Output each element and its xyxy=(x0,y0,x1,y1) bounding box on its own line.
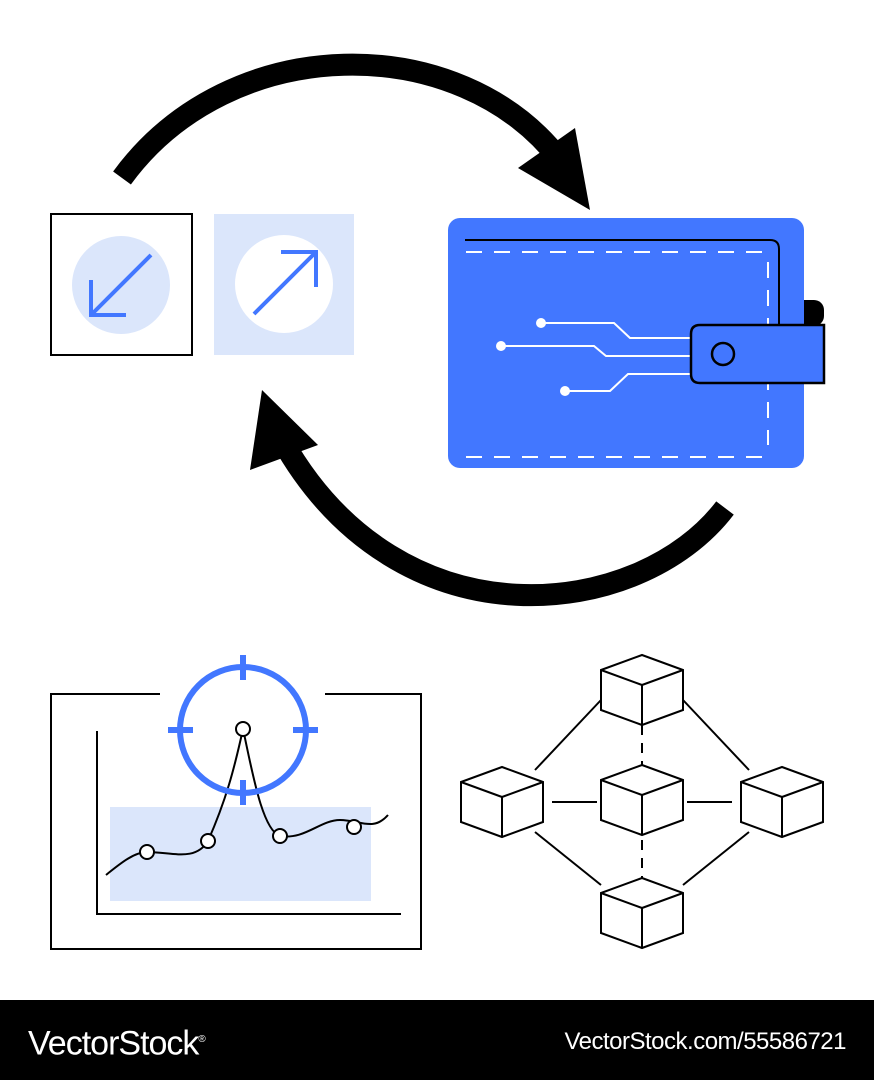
watermark-footer: VectorStock® VectorStock.com/55586721 xyxy=(0,1000,874,1080)
block-cube-bottom xyxy=(600,876,684,950)
market-chart-icon xyxy=(50,655,422,950)
blockchain-network-icon xyxy=(460,653,824,950)
registered-mark: ® xyxy=(198,1034,205,1045)
circuit-lines xyxy=(501,322,700,392)
block-cube-top xyxy=(600,653,684,727)
illustration xyxy=(50,53,826,950)
send-arrow-icon xyxy=(214,214,354,355)
receive-arrow-icon xyxy=(50,213,193,356)
digital-wallet-icon xyxy=(448,218,826,468)
brand-logo: VectorStock® xyxy=(28,1020,206,1063)
cycle-arrow-top-icon xyxy=(113,53,590,210)
block-cube-left xyxy=(460,765,544,839)
brand-name: VectorStock xyxy=(28,1024,199,1063)
block-cube-right xyxy=(740,765,824,839)
cycle-arrow-bottom-icon xyxy=(250,390,734,607)
image-id-text: VectorStock.com/55586721 xyxy=(564,1028,846,1055)
block-cube-center xyxy=(600,763,684,837)
crosshair-target-icon xyxy=(168,655,318,805)
